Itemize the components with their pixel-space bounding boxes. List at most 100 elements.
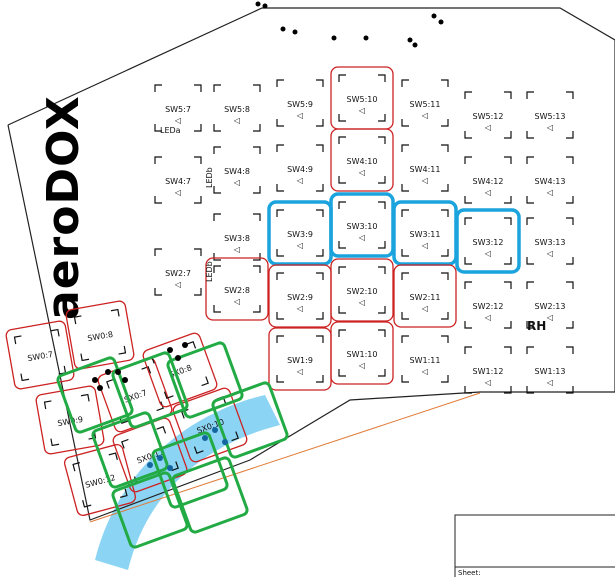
switch-footprint: SW3:11◁ bbox=[392, 200, 458, 266]
switch-label: SW4:13 bbox=[535, 177, 566, 186]
switch-footprint: SW4:11◁ bbox=[401, 144, 449, 192]
switch-footprint: SW5:8 ◁ bbox=[213, 84, 261, 132]
switch-footprint: SW4:8 ◁ bbox=[213, 146, 261, 194]
diode-icon: ◁ bbox=[358, 168, 365, 177]
pad-dot bbox=[167, 347, 173, 353]
diode-icon: ◁ bbox=[233, 178, 240, 187]
switch-footprint: SW2:13◁ bbox=[526, 281, 574, 329]
diode-icon: ◁ bbox=[233, 116, 240, 125]
logo-text: aeroDOX bbox=[38, 95, 89, 320]
mounting-dots bbox=[255, 1, 444, 48]
switch-label: SW5:9 bbox=[287, 100, 313, 109]
switch-label: SW5:7 bbox=[165, 105, 191, 114]
diode-icon: ◁ bbox=[174, 188, 181, 197]
switch-footprint: SW2:7◁ bbox=[154, 248, 202, 296]
diode-icon: ◁ bbox=[296, 111, 303, 120]
diode-icon: ◁ bbox=[484, 313, 491, 322]
green-highlight-frame bbox=[171, 456, 249, 534]
switch-footprint: SW4:9◁ bbox=[276, 144, 324, 192]
green-highlight-frame bbox=[211, 381, 289, 459]
diode-icon: ◁ bbox=[358, 233, 365, 242]
diode-icon: ◁ bbox=[546, 249, 553, 258]
switch-footprint: SW3:8◁ bbox=[213, 213, 261, 261]
thumb-switch: SW0:7 bbox=[5, 320, 75, 390]
diode-icon: ◁ bbox=[358, 298, 365, 307]
diode-icon: ◁ bbox=[296, 176, 303, 185]
switch-label: SW3:11 bbox=[410, 230, 441, 239]
pad-dot-blue bbox=[222, 439, 228, 445]
switch-footprint: SW4:12 ◁ bbox=[464, 156, 512, 204]
switch-footprint: SW3:12 ◁ bbox=[455, 208, 521, 274]
led-label-c: LEDb bbox=[205, 261, 214, 282]
switch-label: SW1:9 bbox=[287, 356, 313, 365]
pad-dot bbox=[92, 377, 98, 383]
green-highlight-frame bbox=[56, 356, 134, 434]
edge-cut-line bbox=[89, 392, 481, 523]
switch-footprint: SW2:8◁ bbox=[205, 257, 269, 321]
switch-label: SW2:9 bbox=[287, 293, 313, 302]
switch-label: SW0:9 bbox=[57, 415, 84, 428]
switch-label: SW1:13 bbox=[535, 367, 566, 376]
switch-label: SW2:12 bbox=[473, 302, 504, 311]
switch-label: SW2:13 bbox=[535, 302, 566, 311]
switch-label: SW0:8 bbox=[87, 330, 114, 343]
switch-footprint: SW4:13 ◁ bbox=[526, 156, 574, 204]
pad-dot-blue bbox=[147, 462, 153, 468]
side-label: RH bbox=[527, 319, 546, 333]
switch-label: SW3:13 bbox=[535, 238, 566, 247]
switch-label: SW5:11 bbox=[410, 100, 441, 109]
diode-icon: ◁ bbox=[484, 188, 491, 197]
diode-icon: ◁ bbox=[484, 123, 491, 132]
switch-footprint: SW5:13◁ bbox=[526, 91, 574, 139]
pad-dot bbox=[105, 369, 111, 375]
switch-footprint: SW2:10 ◁ bbox=[330, 258, 394, 322]
led-label-b: LEDb bbox=[205, 167, 214, 188]
diode-icon: ◁ bbox=[546, 188, 553, 197]
title-block: Sheet: bbox=[454, 514, 615, 577]
switch-footprint: SW5:10◁ bbox=[330, 66, 394, 130]
diode-icon: ◁ bbox=[358, 361, 365, 370]
switch-label: SW0:7 bbox=[27, 350, 54, 363]
sheet-label: Sheet: bbox=[458, 569, 481, 577]
board-outline bbox=[7, 7, 615, 521]
switch-label: SW4:12 bbox=[473, 177, 504, 186]
switch-label: SW3:9 bbox=[287, 230, 313, 239]
pad-dot-blue bbox=[167, 465, 173, 471]
green-highlight-frame bbox=[111, 351, 189, 429]
pad-dot-blue bbox=[212, 427, 218, 433]
pad-dot bbox=[122, 377, 128, 383]
switch-label: SW2:7 bbox=[165, 269, 191, 278]
switch-label: SW5:13 bbox=[535, 112, 566, 121]
switch-footprint: SW3:10 ◁ bbox=[329, 192, 395, 258]
switch-label: SW5:12 bbox=[473, 112, 504, 121]
key-grid: SW5:7◁SW5:8◁SW5:9◁SW5:10◁SW5:11◁SW5:12◁S… bbox=[154, 66, 574, 394]
pad-dot bbox=[115, 369, 121, 375]
diode-icon: ◁ bbox=[421, 304, 428, 313]
switch-footprint: SW2:12 ◁ bbox=[464, 281, 512, 329]
green-highlight-frame bbox=[91, 411, 169, 489]
switch-footprint: SW1:13◁ bbox=[526, 346, 574, 394]
pad-dot bbox=[97, 385, 103, 391]
switch-footprint: SW5:11◁ bbox=[401, 79, 449, 127]
switch-footprint: SW1:10 ◁ bbox=[330, 321, 394, 385]
diode-icon: ◁ bbox=[296, 241, 303, 250]
diode-icon: ◁ bbox=[484, 249, 491, 258]
switch-label: SW4:11 bbox=[410, 165, 441, 174]
switch-label: SW5:10 bbox=[347, 95, 378, 104]
switch-footprint: SW2:9◁ bbox=[268, 264, 332, 328]
switch-label: SW5:8 bbox=[224, 105, 250, 114]
pad-dot bbox=[175, 355, 181, 361]
switch-label: SW3:10 bbox=[347, 222, 378, 231]
switch-label: SW3:8 bbox=[224, 234, 250, 243]
switch-footprint: SW2:11◁ bbox=[393, 264, 457, 328]
switch-label: SW3:12 bbox=[473, 238, 504, 247]
switch-label: SW1:11 bbox=[410, 356, 441, 365]
switch-label: SW2:10 bbox=[347, 287, 378, 296]
switch-label: SW4:8 bbox=[224, 167, 250, 176]
switch-footprint: SW1:11◁ bbox=[401, 335, 449, 383]
thumb-arc-highlight bbox=[95, 395, 280, 570]
switch-footprint: SW3:13 ◁ bbox=[526, 217, 574, 265]
switch-label: SW1:10 bbox=[347, 350, 378, 359]
switch-footprint: SW4:10◁ bbox=[330, 128, 394, 192]
